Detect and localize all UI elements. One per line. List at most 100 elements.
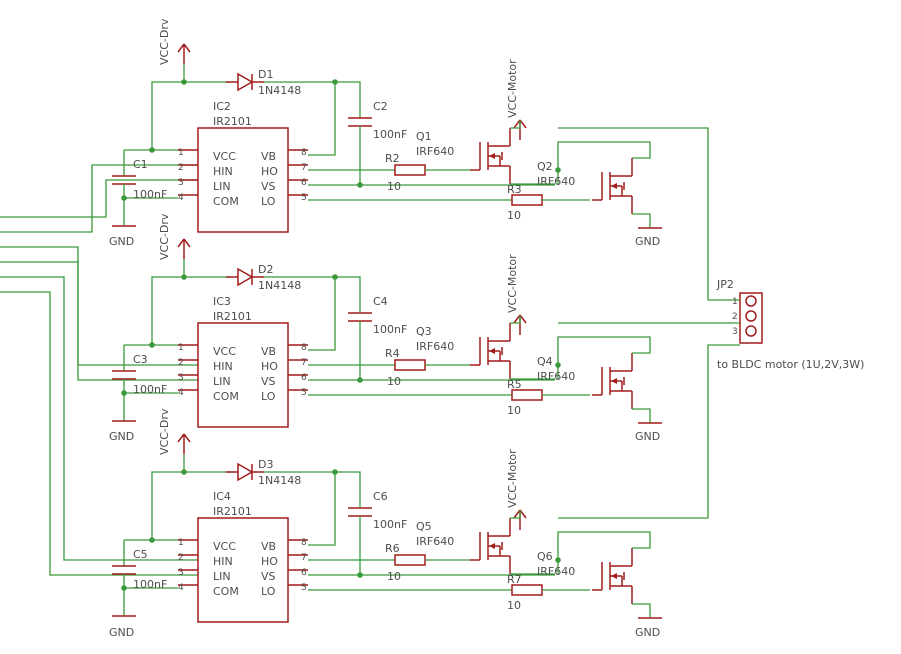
vcc-drv-label-2: VCC-Drv <box>158 213 171 260</box>
svg-text:7: 7 <box>301 553 307 563</box>
connector-jp2 <box>715 292 763 346</box>
r6-name: R6 <box>385 542 400 555</box>
q4-value: IRF640 <box>537 370 575 383</box>
svg-text:5: 5 <box>301 388 307 398</box>
q2-name: Q2 <box>537 160 553 173</box>
svg-text:VCC: VCC <box>213 150 236 163</box>
gnd-label-1: GND <box>109 235 134 248</box>
jp2-pin-1: 1 <box>732 297 738 307</box>
svg-text:LIN: LIN <box>213 180 231 193</box>
gnd-label-5: GND <box>635 430 660 443</box>
gnd-label-3: GND <box>109 626 134 639</box>
r2-name: R2 <box>385 152 400 165</box>
svg-text:HO: HO <box>261 360 278 373</box>
svg-text:VS: VS <box>261 375 276 388</box>
svg-text:VS: VS <box>261 180 276 193</box>
q2-value: IRF640 <box>537 175 575 188</box>
svg-text:4: 4 <box>178 193 184 203</box>
svg-text:2: 2 <box>178 163 184 173</box>
svg-text:4: 4 <box>178 583 184 593</box>
c3-name: C3 <box>133 353 148 366</box>
c2-value: 100nF <box>373 128 407 141</box>
c1-name: C1 <box>133 158 148 171</box>
r3-name: R3 <box>507 183 522 196</box>
jp2-name: JP2 <box>716 278 734 291</box>
ic2-value: IR2101 <box>213 115 252 128</box>
svg-text:2: 2 <box>178 358 184 368</box>
c4-name: C4 <box>373 295 388 308</box>
svg-text:6: 6 <box>301 178 307 188</box>
svg-text:1: 1 <box>178 538 184 548</box>
gnd-label-2: GND <box>109 430 134 443</box>
q3-name: Q3 <box>416 325 432 338</box>
r2-value: 10 <box>387 180 401 193</box>
q5-value: IRF640 <box>416 535 454 548</box>
svg-text:8: 8 <box>301 343 307 353</box>
svg-text:VB: VB <box>261 345 276 358</box>
gnd-label-6: GND <box>635 626 660 639</box>
stage-2 <box>111 238 715 428</box>
d3-value: 1N4148 <box>258 474 301 487</box>
c6-name: C6 <box>373 490 388 503</box>
svg-text:VCC: VCC <box>213 540 236 553</box>
ic3-name: IC3 <box>213 295 231 308</box>
ic-pin-labels-1: VCC HIN LIN COM VB HO VS LO 1 2 3 4 8 7 … <box>178 148 307 208</box>
ic4-name: IC4 <box>213 490 231 503</box>
svg-text:6: 6 <box>301 373 307 383</box>
svg-text:3: 3 <box>178 178 184 188</box>
vcc-motor-label-3: VCC-Motor <box>506 449 519 508</box>
svg-text:HO: HO <box>261 555 278 568</box>
jp2-pin-2: 2 <box>732 312 738 322</box>
svg-text:LO: LO <box>261 585 276 598</box>
q1-name: Q1 <box>416 130 432 143</box>
jp2-label: to BLDC motor (1U,2V,3W) <box>717 358 864 371</box>
svg-text:3: 3 <box>178 373 184 383</box>
q1-value: IRF640 <box>416 145 454 158</box>
svg-text:8: 8 <box>301 538 307 548</box>
r3-value: 10 <box>507 209 521 222</box>
vcc-drv-label-1: VCC-Drv <box>158 18 171 65</box>
q3-value: IRF640 <box>416 340 454 353</box>
ic4-value: IR2101 <box>213 505 252 518</box>
ic3-value: IR2101 <box>213 310 252 323</box>
vcc-motor-label-2: VCC-Motor <box>506 254 519 313</box>
ic-pin-labels-3: VCC HIN LIN COM VB HO VS LO 1 2 3 4 8 7 … <box>178 538 307 598</box>
c5-value: 100nF <box>133 578 167 591</box>
svg-text:8: 8 <box>301 148 307 158</box>
svg-text:2: 2 <box>178 553 184 563</box>
stage-1 <box>111 43 715 301</box>
d3-name: D3 <box>258 458 273 471</box>
svg-text:COM: COM <box>213 390 239 403</box>
svg-text:1: 1 <box>178 343 184 353</box>
jp2-pin-3: 3 <box>732 327 738 337</box>
d2-name: D2 <box>258 263 273 276</box>
c2-name: C2 <box>373 100 388 113</box>
r7-value: 10 <box>507 599 521 612</box>
d1-name: D1 <box>258 68 273 81</box>
c5-name: C5 <box>133 548 148 561</box>
svg-text:7: 7 <box>301 163 307 173</box>
svg-text:HIN: HIN <box>213 555 233 568</box>
d2-value: 1N4148 <box>258 279 301 292</box>
r5-value: 10 <box>507 404 521 417</box>
svg-text:1: 1 <box>178 148 184 158</box>
c4-value: 100nF <box>373 323 407 336</box>
ic-pin-labels-2: VCC HIN LIN COM VB HO VS LO 1 2 3 4 8 7 … <box>178 343 307 403</box>
svg-text:3: 3 <box>178 568 184 578</box>
q5-name: Q5 <box>416 520 432 533</box>
q6-name: Q6 <box>537 550 553 563</box>
svg-text:4: 4 <box>178 388 184 398</box>
svg-text:VB: VB <box>261 150 276 163</box>
q4-name: Q4 <box>537 355 553 368</box>
svg-text:VCC: VCC <box>213 345 236 358</box>
svg-text:LO: LO <box>261 195 276 208</box>
gnd-label-4: GND <box>635 235 660 248</box>
q6-value: IRF640 <box>537 565 575 578</box>
r6-value: 10 <box>387 570 401 583</box>
svg-text:5: 5 <box>301 583 307 593</box>
svg-text:5: 5 <box>301 193 307 203</box>
labels: VCC-Drv VCC-Drv VCC-Drv VCC-Motor VCC-Mo… <box>109 18 864 639</box>
svg-text:7: 7 <box>301 358 307 368</box>
r4-value: 10 <box>387 375 401 388</box>
r5-name: R5 <box>507 378 522 391</box>
